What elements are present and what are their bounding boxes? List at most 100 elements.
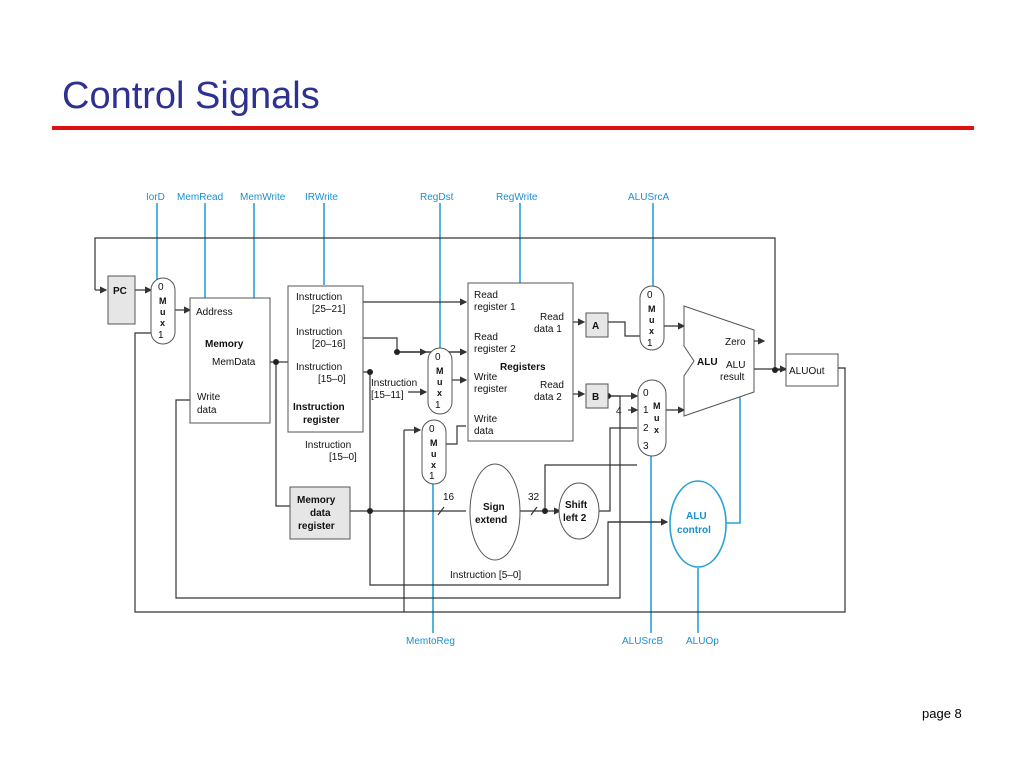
svg-text:x: x: [437, 388, 442, 398]
signal-alusrcb: ALUSrcB: [622, 636, 663, 647]
svg-text:Address: Address: [196, 307, 233, 318]
iord-mux: 0 M u x 1: [150, 277, 176, 345]
svg-text:1: 1: [429, 471, 435, 482]
svg-text:u: u: [431, 449, 437, 459]
pc-register: PC: [107, 275, 136, 325]
svg-text:M: M: [159, 296, 167, 306]
svg-text:register 2: register 2: [474, 344, 516, 355]
svg-text:data: data: [474, 426, 494, 437]
svg-text:M: M: [653, 401, 661, 411]
svg-text:M: M: [430, 438, 438, 448]
register-b: B: [585, 383, 609, 409]
svg-text:register 1: register 1: [474, 302, 516, 313]
svg-text:data 2: data 2: [534, 392, 562, 403]
svg-text:1: 1: [435, 400, 441, 411]
svg-text:Memory: Memory: [205, 339, 244, 350]
svg-text:Read: Read: [540, 312, 564, 323]
svg-text:Instruction: Instruction: [296, 362, 342, 373]
aluout-register: ALUOut: [785, 353, 839, 387]
svg-text:data: data: [310, 508, 331, 519]
svg-text:x: x: [654, 425, 659, 435]
svg-text:1: 1: [643, 405, 649, 416]
svg-text:Memory: Memory: [297, 495, 336, 506]
svg-text:ALU: ALU: [697, 357, 718, 368]
title-divider: [52, 126, 974, 130]
svg-text:register: register: [298, 521, 335, 532]
svg-text:result: result: [720, 372, 745, 383]
svg-text:Instruction: Instruction: [293, 402, 345, 413]
data-wires: [94, 237, 846, 613]
pc-label: PC: [113, 286, 127, 297]
width-16: 16: [443, 492, 455, 503]
ir-out-label-1: Instruction: [305, 440, 351, 451]
svg-text:Instruction: Instruction: [296, 292, 342, 303]
memory-unit: Address Memory MemData Write data: [189, 297, 271, 424]
signal-memtoreg: MemtoReg: [406, 636, 455, 647]
svg-text:1: 1: [647, 338, 653, 349]
slide-title: Control Signals: [62, 75, 320, 117]
control-signal-labels: IorD MemRead MemWrite IRWrite RegDst Reg…: [146, 192, 719, 647]
svg-text:Write: Write: [474, 414, 498, 425]
svg-text:1: 1: [158, 330, 164, 341]
svg-text:u: u: [654, 413, 660, 423]
signal-regdst: RegDst: [420, 192, 454, 203]
sign-extend: Sign extend: [469, 463, 521, 561]
svg-text:Sign: Sign: [483, 502, 505, 513]
svg-text:extend: extend: [475, 515, 507, 526]
page-number: page 8: [922, 706, 962, 721]
signal-irwrite: IRWrite: [305, 192, 338, 203]
svg-text:x: x: [160, 318, 165, 328]
svg-text:[20–16]: [20–16]: [312, 339, 346, 350]
signal-iord: IorD: [146, 192, 165, 203]
signal-memread: MemRead: [177, 192, 223, 203]
svg-text:0: 0: [158, 282, 164, 293]
svg-text:u: u: [649, 315, 655, 325]
svg-text:3: 3: [643, 441, 649, 452]
rd-field-label-2: [15–11]: [371, 390, 404, 401]
constant-four: 4: [616, 406, 622, 417]
svg-text:left 2: left 2: [563, 513, 587, 524]
memory-data-register: Memory data register: [289, 486, 351, 540]
svg-text:control: control: [677, 525, 711, 536]
instruction-register: Instruction [25–21] Instruction [20–16] …: [287, 285, 364, 433]
svg-text:Zero: Zero: [725, 337, 746, 348]
svg-text:2: 2: [643, 423, 649, 434]
svg-text:ALU: ALU: [686, 511, 707, 522]
svg-text:u: u: [160, 307, 166, 317]
svg-text:M: M: [436, 366, 444, 376]
svg-text:data 1: data 1: [534, 324, 562, 335]
svg-text:Read: Read: [540, 380, 564, 391]
svg-text:B: B: [592, 392, 599, 403]
svg-text:x: x: [431, 460, 436, 470]
width-32: 32: [528, 492, 540, 503]
signal-aluop: ALUOp: [686, 636, 719, 647]
svg-text:u: u: [437, 377, 443, 387]
rd-field-label-1: Instruction: [371, 378, 417, 389]
svg-text:register: register: [303, 415, 340, 426]
svg-text:Registers: Registers: [500, 362, 546, 373]
svg-text:Write: Write: [474, 372, 498, 383]
memtoreg-mux: 0 M u x 1: [421, 419, 447, 485]
ir-out-label-2: [15–0]: [329, 452, 357, 463]
alu: ALU Zero ALU result: [683, 305, 755, 417]
svg-text:register: register: [474, 384, 508, 395]
alusrca-mux: 0 M u x 1: [639, 285, 665, 351]
regdst-mux: 0 M u x 1: [427, 347, 453, 415]
svg-text:x: x: [649, 326, 654, 336]
register-file: Read register 1 Read register 2 Write re…: [467, 282, 574, 442]
svg-text:Write: Write: [197, 392, 221, 403]
svg-text:data: data: [197, 405, 217, 416]
svg-text:0: 0: [435, 352, 441, 363]
signal-memwrite: MemWrite: [240, 192, 286, 203]
svg-text:MemData: MemData: [212, 357, 256, 368]
svg-text:ALU: ALU: [726, 360, 745, 371]
svg-text:Instruction: Instruction: [296, 327, 342, 338]
svg-text:Read: Read: [474, 332, 498, 343]
funct-field-label: Instruction [5–0]: [450, 570, 521, 581]
svg-text:0: 0: [643, 388, 649, 399]
alu-control: ALU control: [669, 480, 727, 568]
svg-text:M: M: [648, 304, 656, 314]
svg-text:Shift: Shift: [565, 500, 588, 511]
svg-text:0: 0: [429, 424, 435, 435]
